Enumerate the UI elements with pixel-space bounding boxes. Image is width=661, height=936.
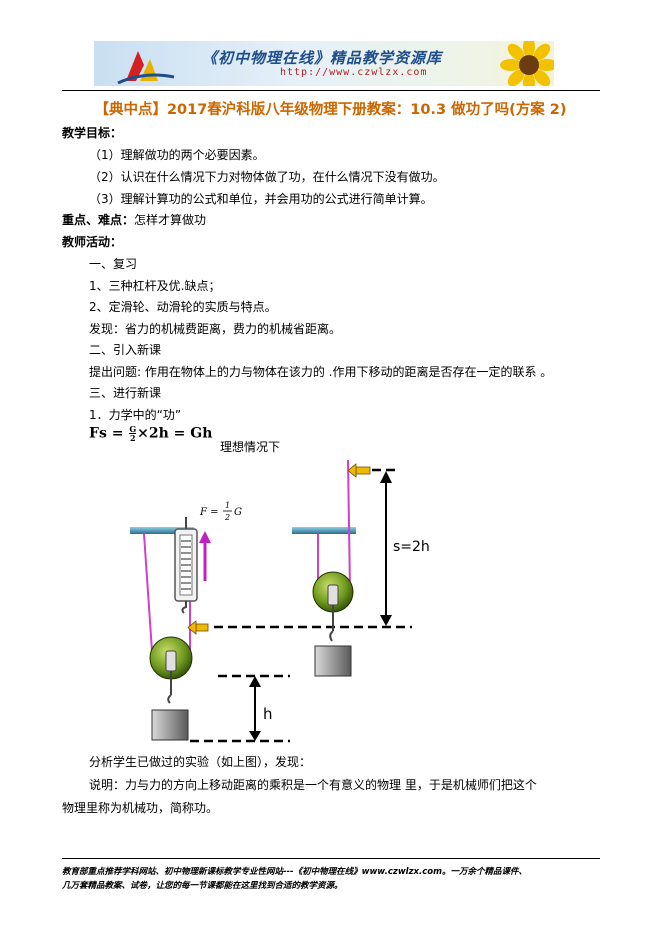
pulley-figure: F = 1 2 G h s=2h (130, 459, 430, 743)
ideal-label: 理想情况下 (220, 440, 281, 454)
formula-numerator: G (129, 424, 137, 434)
ceiling-bar (130, 527, 194, 534)
objective-item: （1）理解做功的两个必要因素。 (89, 148, 265, 162)
ceiling-bar (292, 527, 356, 534)
height-arrow-head (249, 731, 261, 741)
formula-rhs: ×2h = Gh (137, 425, 213, 442)
force-label-g: G (234, 507, 242, 518)
height-label: h (263, 705, 273, 723)
activity-line: 发现：省力的机械费距离，费力的机械省距离。 (89, 322, 342, 336)
activity-line: 一、复习 (89, 257, 138, 271)
explanation-text: 说明：力与力的方向上移动距离的乘积是一个有意义的物理 里，于是机械师们把这个 (89, 778, 537, 792)
rope (143, 533, 153, 652)
footer-rule (62, 858, 600, 859)
force-label-f: F = (199, 507, 219, 518)
pulley-axle (327, 584, 339, 606)
sunflower-icon (500, 41, 554, 86)
marker-arrow (195, 623, 209, 632)
key-points-label: 重点、难点： (62, 213, 135, 227)
activities-label: 教师活动： (62, 235, 123, 249)
pulley-axle (165, 650, 177, 672)
explanation-text: 物理里称为机械功，简称功。 (62, 801, 219, 815)
formula-lhs: Fs = (89, 425, 129, 442)
key-points: 重点、难点：怎样才算做功 (62, 213, 206, 227)
weight-block (314, 645, 352, 677)
header-banner: 《初中物理在线》精品教学资源库 http://www.czwlzx.com (94, 41, 554, 86)
analysis-text: 分析学生已做过的实验（如上图），发现： (89, 755, 312, 769)
objective-item: （2）认识在什么情况下力对物体做了功，在什么情况下没有做功。 (89, 170, 445, 184)
footer-line: 教育部重点推荐学科网站、初中物理新课标教学专业性网站---《初中物理在线》www… (62, 867, 527, 877)
weight-block (151, 709, 189, 741)
pulley-hook-curve (167, 694, 172, 704)
force-label-den: 2 (224, 513, 230, 522)
formula-denominator: 2 (129, 433, 136, 443)
distance-arrow-head (380, 471, 392, 483)
publisher-logo-icon (117, 51, 175, 84)
activity-line: 1、三种杠杆及优.缺点； (89, 279, 221, 293)
activity-line: 三、进行新课 (89, 386, 162, 400)
document-heading: 【典中点】2017春沪科版八年级物理下册教案：10.3 做功了吗(方案 2) (94, 102, 567, 118)
banner-title: 《初中物理在线》精品教学资源库 (202, 49, 443, 67)
activity-line: 提出问题: 作用在物体上的力与物体在该力的 .作用下移动的距离是否存在一定的联系… (89, 365, 553, 379)
activity-line: 二、引入新课 (89, 343, 162, 357)
force-arrow-head (199, 531, 211, 543)
spring-scale-icon (174, 517, 198, 614)
marker-arrow-head (347, 463, 357, 478)
distance-arrow-head (380, 615, 392, 626)
marker-arrow (355, 466, 371, 475)
page-footer: 教育部重点推荐学科网站、初中物理新课标教学专业性网站---《初中物理在线》www… (62, 865, 527, 893)
key-points-text: 怎样才算做功 (134, 213, 207, 227)
footer-line: 几万套精品教案、试卷，让您的每一节课都能在这里找到合适的教学资源。 (62, 881, 343, 891)
objective-item: （3）理解计算功的公式和单位，并会用功的公式进行简单计算。 (89, 192, 433, 206)
marker-arrow-head (187, 620, 197, 635)
distance-label: s=2h (393, 539, 430, 555)
banner-url: http://www.czwlzx.com (280, 67, 428, 78)
activity-line: 2、定滑轮、动滑轮的实质与特点。 (89, 300, 277, 314)
force-label-num: 1 (225, 501, 230, 510)
rope (347, 459, 351, 592)
height-arrow-head (249, 676, 261, 687)
activity-line: 1．力学中的“功” (89, 408, 182, 422)
pulley-hook-curve (329, 630, 334, 642)
objectives-label: 教学目标： (62, 126, 123, 140)
header-rule (62, 90, 600, 91)
